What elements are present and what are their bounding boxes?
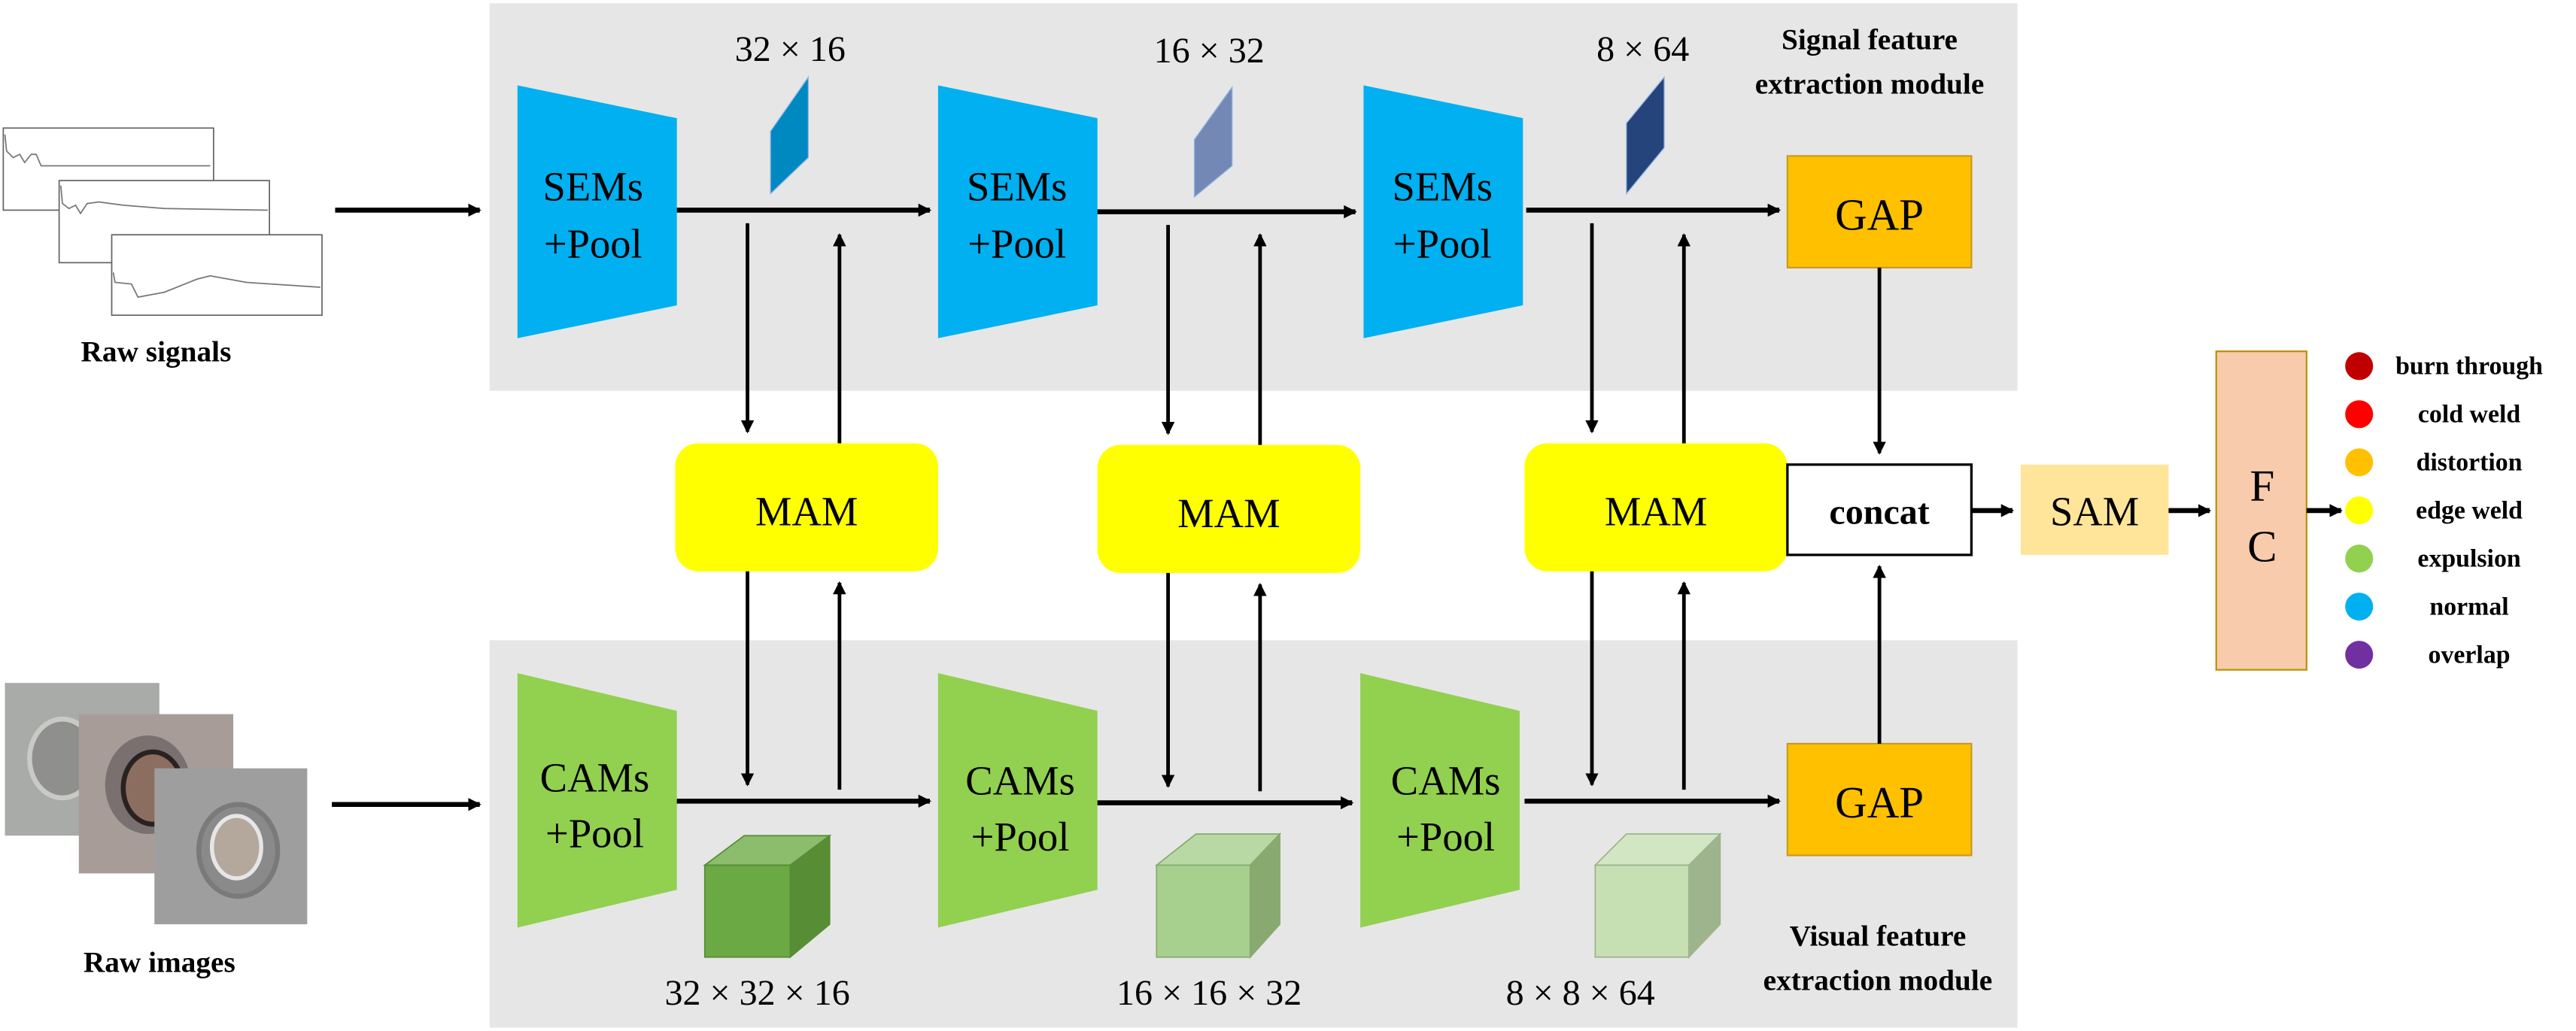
cam-pool-block xyxy=(1360,673,1520,928)
sem-label-line1: SEMs xyxy=(967,163,1067,209)
sem-label-line2: +Pool xyxy=(1393,221,1492,267)
sam-block xyxy=(2020,464,2169,555)
cam-label-line1: CAMs xyxy=(1391,758,1501,804)
mam-label: MAM xyxy=(1177,490,1280,536)
cam-label-line1: CAMs xyxy=(540,754,650,800)
legend-label: edge weld xyxy=(2416,497,2523,525)
signal-plot-3 xyxy=(111,234,323,317)
legend-dot-icon xyxy=(2345,593,2374,621)
sem-label-line2: +Pool xyxy=(544,221,642,267)
mam-label: MAM xyxy=(755,489,858,535)
legend-item: overlap xyxy=(2345,641,2511,669)
visual-feature-cube xyxy=(703,834,832,959)
sem-pool-block xyxy=(937,85,1098,338)
legend-item: edge weld xyxy=(2345,496,2523,525)
cam-label-line1: CAMs xyxy=(965,758,1075,804)
sem-label-line1: SEMs xyxy=(543,163,643,209)
legend-item: expulsion xyxy=(2345,544,2521,573)
signal-module-panel xyxy=(489,3,2018,391)
cam-label-line2: +Pool xyxy=(971,814,1070,860)
legend-dot-icon xyxy=(2345,496,2374,525)
legend-dot-icon xyxy=(2345,400,2374,429)
legend-item: distortion xyxy=(2345,448,2523,477)
sam-label: SAM xyxy=(2050,489,2139,535)
legend-item: normal xyxy=(2345,593,2509,621)
visual-dims-label: 32 × 32 × 16 xyxy=(665,973,850,1013)
fc-label-line2: C xyxy=(2247,522,2277,572)
visual-feature-cube xyxy=(1593,832,1722,959)
legend-dot-icon xyxy=(2345,352,2374,381)
sem-pool-block xyxy=(1363,85,1523,338)
gap-block-visual xyxy=(1786,742,1973,857)
legend-dot-icon xyxy=(2345,448,2374,477)
raw-images-label: Raw images xyxy=(84,945,235,978)
signal-feature-map xyxy=(1193,85,1233,199)
cam-pool-block xyxy=(517,673,677,928)
signal-dims-label: 16 × 32 xyxy=(1154,31,1265,71)
legend-label: overlap xyxy=(2429,641,2511,669)
legend-label: cold weld xyxy=(2418,401,2520,429)
gap-label: GAP xyxy=(1835,190,1924,240)
legend-dot-icon xyxy=(2345,544,2374,573)
visual-module-label: Visual feature xyxy=(1790,919,1967,952)
legend-label: distortion xyxy=(2417,449,2523,477)
visual-module-label: extraction module xyxy=(1763,963,1993,996)
signal-feature-map xyxy=(1626,75,1665,196)
cam-label-line2: +Pool xyxy=(545,810,644,856)
raw-signals-plots xyxy=(2,127,323,317)
concat-block xyxy=(1786,463,1973,556)
gap-block-signal xyxy=(1786,155,1973,268)
class-legend: burn through cold weld distortion edge weld… xyxy=(2345,352,2543,669)
mam-block xyxy=(675,443,938,572)
legend-item: burn through xyxy=(2345,352,2543,381)
cam-pool-block xyxy=(937,673,1098,928)
legend-label: expulsion xyxy=(2417,545,2520,573)
legend-label: burn through xyxy=(2395,353,2543,381)
visual-dims-label: 16 × 16 × 32 xyxy=(1116,973,1302,1013)
cam-label-line2: +Pool xyxy=(1396,814,1495,860)
sem-label-line1: SEMs xyxy=(1393,163,1493,209)
gap-label: GAP xyxy=(1835,778,1924,827)
visual-dims-label: 8 × 8 × 64 xyxy=(1506,973,1655,1013)
legend-item: cold weld xyxy=(2345,400,2520,429)
fc-label-line1: F xyxy=(2250,461,2275,511)
legend-dot-icon xyxy=(2345,641,2374,669)
signal-dims-label: 32 × 16 xyxy=(735,29,846,69)
raw-images-photos xyxy=(5,683,308,925)
mam-label: MAM xyxy=(1605,489,1708,535)
visual-feature-cube xyxy=(1154,832,1282,960)
mam-connectors xyxy=(740,223,1886,792)
sem-label-line2: +Pool xyxy=(968,221,1066,267)
legend-label: normal xyxy=(2429,593,2508,621)
fc-block xyxy=(2215,350,2307,671)
sem-pool-block xyxy=(517,85,677,338)
mam-block xyxy=(1524,443,1788,572)
mam-block xyxy=(1097,444,1361,573)
raw-signals-label: Raw signals xyxy=(81,335,232,368)
signal-module-label: Signal feature xyxy=(1782,23,1958,56)
signal-dims-label: 8 × 64 xyxy=(1596,29,1689,69)
signal-module-label: extraction module xyxy=(1755,67,1985,100)
signal-feature-map xyxy=(770,75,810,196)
concat-label: concat xyxy=(1829,492,1929,532)
